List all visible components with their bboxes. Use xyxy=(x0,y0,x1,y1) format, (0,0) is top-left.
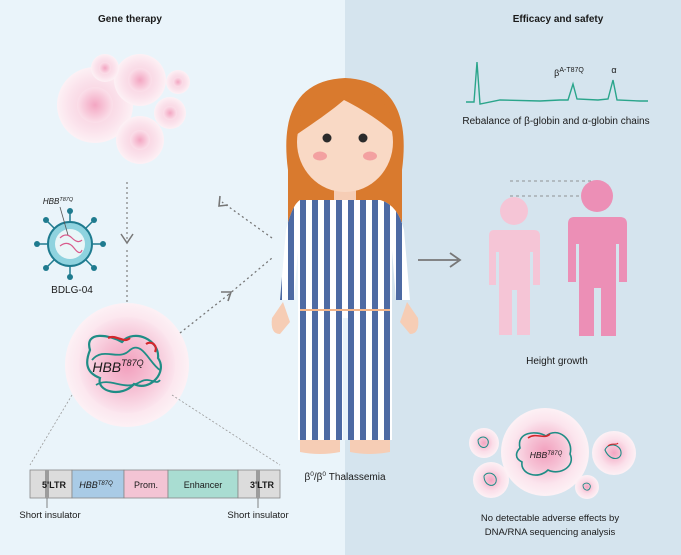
cell-gene-label: HBBT87Q xyxy=(92,358,143,375)
arrow-head-right-icon xyxy=(449,252,462,268)
safety-cell-cluster xyxy=(469,408,636,499)
virus-gene-pointer xyxy=(59,206,69,236)
chromatogram-caption: Rebalance of β-globin and α-globin chain… xyxy=(462,116,649,127)
tall-person-body xyxy=(568,217,627,336)
tall-person-head xyxy=(581,180,613,212)
construct-enhancer xyxy=(167,469,239,499)
height-growth-caption: Height growth xyxy=(526,356,588,367)
arrow-cells-to-patient xyxy=(179,294,229,334)
short-person-head xyxy=(500,197,528,225)
zoom-line-right xyxy=(171,394,281,466)
insulator-label-right: Short insulator xyxy=(227,510,288,521)
arrow-head-upright-icon xyxy=(221,291,233,302)
gene-therapy-title: Gene therapy xyxy=(98,14,162,25)
patient-figure xyxy=(271,78,419,454)
construct-hbb xyxy=(71,469,125,499)
transduced-cell xyxy=(65,303,189,427)
construct-enhancer-label: Enhancer xyxy=(184,480,223,490)
safety-caption-line2: DNA/RNA sequencing analysis xyxy=(485,527,616,538)
insulator-label-left: Short insulator xyxy=(19,510,80,521)
short-person-body xyxy=(489,230,540,335)
construct-3ltr-label: 3'LTR xyxy=(250,480,274,490)
arrow-head-down-icon xyxy=(120,233,134,245)
peak-beta-label: βA-T87Q xyxy=(554,67,584,78)
lentivirus-icon xyxy=(34,208,106,280)
construct-promoter xyxy=(123,469,169,499)
stem-cell-cluster xyxy=(57,54,190,164)
construct-hbb-label: HBBT87Q xyxy=(79,480,113,490)
virus-gene-label: HBBT87Q xyxy=(43,197,74,206)
construct-promoter-label: Prom. xyxy=(134,480,158,490)
peak-alpha-label: α xyxy=(611,65,616,75)
arrow-patient-to-cells xyxy=(221,201,273,239)
vector-construct xyxy=(29,469,281,499)
construct-5ltr-label: 5'LTR xyxy=(42,480,66,490)
efficacy-safety-title: Efficacy and safety xyxy=(513,14,604,25)
safety-gene-label: HBBT87Q xyxy=(530,450,563,460)
virus-name-label: BDLG-04 xyxy=(51,285,93,296)
patient-label: β0/β0 Thalassemia xyxy=(304,471,385,483)
arrow-head-upleft-icon xyxy=(218,195,229,207)
zoom-line-left xyxy=(29,394,73,466)
height-growth-figures xyxy=(489,180,627,336)
safety-caption-line1: No detectable adverse effects by xyxy=(481,513,619,524)
chromatogram-trace xyxy=(466,61,648,105)
